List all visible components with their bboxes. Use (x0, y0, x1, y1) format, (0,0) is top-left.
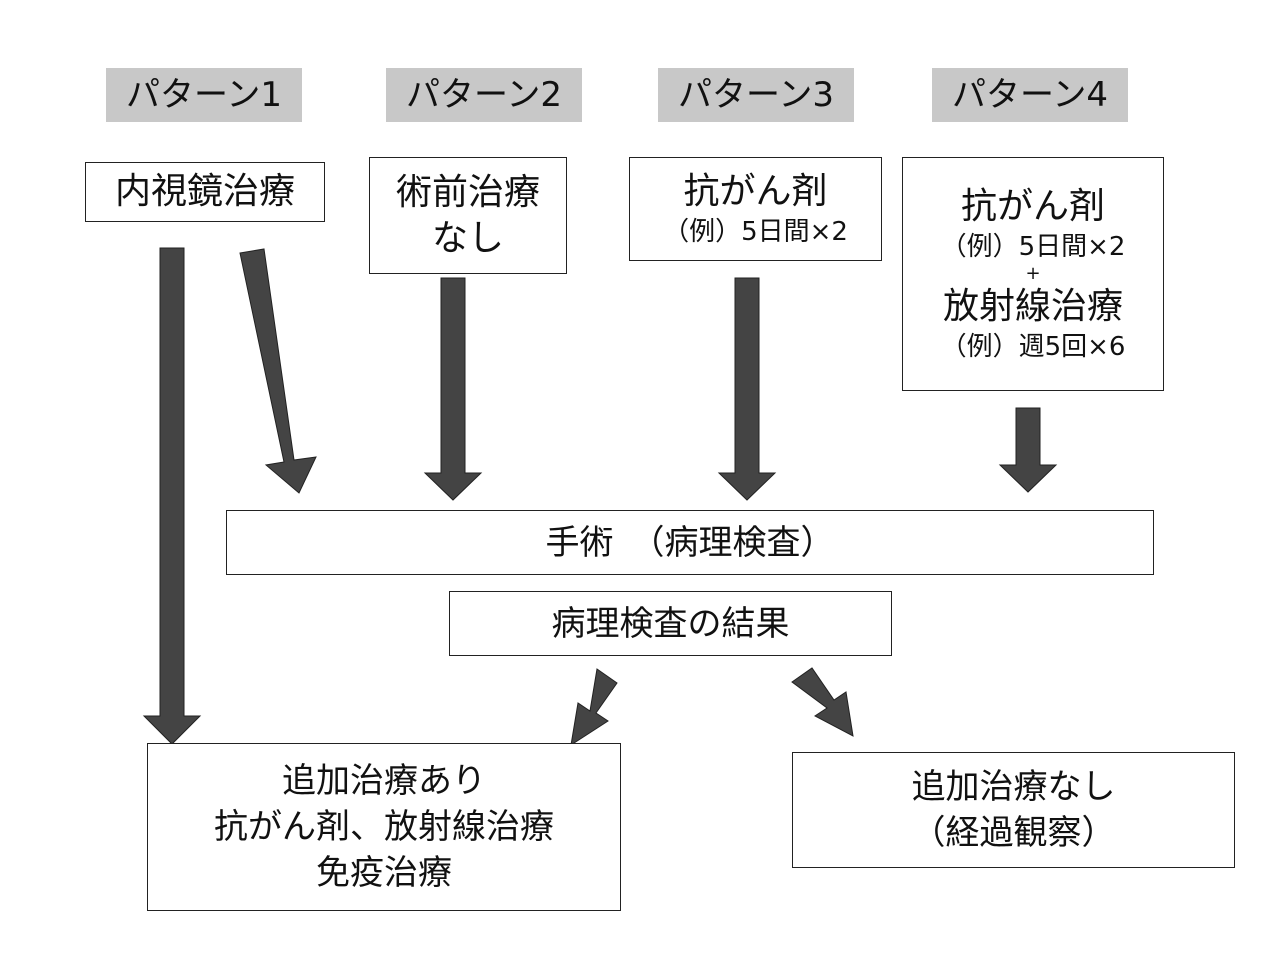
arrow-endoscopic-to-additional (142, 247, 202, 745)
surgery-text: 手術 （病理検査） (545, 522, 835, 563)
pattern-3-label: パターン3 (658, 68, 854, 122)
chemoradiation-radiation-example: （例）週5回×6 (940, 332, 1126, 362)
chemoradiation-chemo-title: 抗がん剤 (960, 186, 1105, 227)
surgery-box: 手術 （病理検査） (226, 510, 1154, 575)
additional-no-line1: 追加治療なし (911, 767, 1116, 807)
additional-yes-line2: 抗がん剤、放射線治療 (214, 807, 554, 847)
no-preop-line1: 術前治療 (395, 171, 540, 213)
arrow-result-to-additional-yes (570, 668, 618, 747)
additional-no-line2: （経過観察） (911, 813, 1116, 853)
chemotherapy-box: 抗がん剤 （例）5日間×2 (629, 157, 882, 261)
pathology-result-text: 病理検査の結果 (551, 603, 790, 644)
additional-yes-line1: 追加治療あり (282, 761, 486, 801)
chemoradiation-box: 抗がん剤 （例）5日間×2 + 放射線治療 （例）週5回×6 (902, 157, 1164, 391)
chemotherapy-title: 抗がん剤 (683, 171, 828, 212)
pattern-4-label: パターン4 (932, 68, 1128, 122)
arrow-result-to-additional-no (791, 667, 854, 737)
additional-treatment-yes-box: 追加治療あり 抗がん剤、放射線治療 免疫治療 (147, 743, 621, 911)
arrow-endoscopic-to-surgery (239, 248, 317, 494)
arrow-preop-to-surgery (423, 277, 483, 501)
arrow-chemo-to-surgery (717, 277, 777, 501)
pattern-1-label: パターン1 (106, 68, 302, 122)
pattern-2-label: パターン2 (386, 68, 582, 122)
endoscopic-treatment-box: 内視鏡治療 (85, 162, 325, 222)
no-preop-treatment-box: 術前治療 なし (369, 157, 567, 274)
additional-treatment-no-box: 追加治療なし （経過観察） (792, 752, 1235, 868)
arrow-chemorad-to-surgery (998, 407, 1058, 493)
chemotherapy-example: （例）5日間×2 (663, 217, 848, 247)
chemoradiation-chemo-example: （例）5日間×2 (940, 232, 1126, 262)
chemoradiation-radiation-title: 放射線治療 (942, 286, 1123, 327)
pathology-result-box: 病理検査の結果 (449, 591, 892, 656)
no-preop-line2: なし (431, 217, 504, 259)
chemoradiation-plus: + (1025, 263, 1041, 284)
endoscopic-treatment-text: 内視鏡治療 (114, 171, 295, 212)
additional-yes-line3: 免疫治療 (316, 853, 452, 893)
